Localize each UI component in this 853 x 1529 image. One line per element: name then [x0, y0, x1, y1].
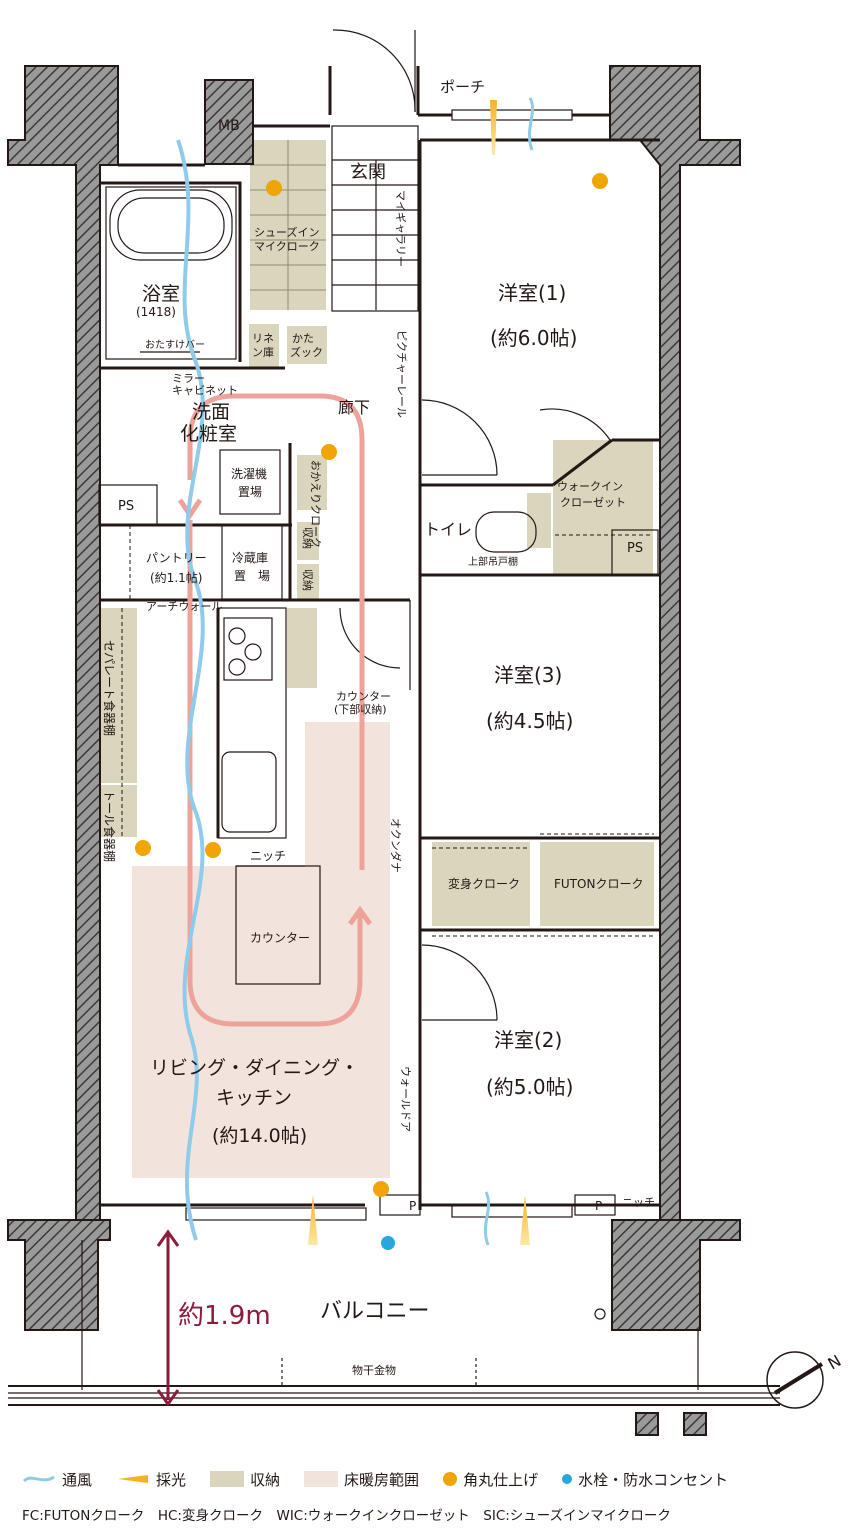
legend: 通風 採光 収納 床暖房範囲 角丸仕上げ 水栓・防水コンセント — [22, 1466, 842, 1492]
legend-light: 採光 — [116, 1469, 186, 1490]
wall-door-label: ウォールドア — [399, 1066, 412, 1132]
distance-arrow — [156, 1229, 180, 1407]
otasuke-label: おたすけバー — [145, 339, 205, 351]
legend-floor-heating: 床暖房範囲 — [304, 1469, 419, 1490]
niche-balcony-label: ニッチ — [622, 1196, 655, 1209]
structural-columns — [7, 65, 741, 1436]
linen-label-1: リネ — [252, 332, 274, 345]
rounded-corner-swatch-icon — [443, 1472, 458, 1486]
mirror-label-1: ミラー — [172, 372, 205, 385]
shoes-label-1: シューズイン — [254, 225, 319, 239]
fridge-label-1: 冷蔵庫 — [232, 551, 268, 565]
north-compass-icon — [766, 1351, 824, 1409]
distance-label: 約1.9m — [178, 1301, 271, 1331]
tall-shelf-label: トール食器棚 — [102, 790, 117, 862]
arch-wall-label: アーチウォール — [146, 600, 222, 613]
wind-mark-porch — [527, 97, 535, 151]
drying-label: 物干金物 — [352, 1363, 396, 1377]
p2-label: P — [595, 1199, 602, 1213]
western3-size: (約4.5帖) — [486, 709, 573, 733]
wic-label-2: クローゼット — [560, 496, 626, 509]
counter-under-label-2: (下部収納) — [334, 702, 387, 716]
futon-label: FUTONクローク — [554, 877, 643, 891]
text-labels: ポーチ MB 玄関 シューズイン マイクローク 浴室 (1418) おたすけバー… — [102, 78, 844, 1377]
counter-under-label-1: カウンター — [336, 690, 391, 703]
fridge-label-2: 置 場 — [234, 569, 270, 583]
storage1-label: 収納 — [301, 527, 314, 549]
legend-rounded-corner-label: 角丸仕上げ — [463, 1470, 539, 1489]
ps-right-label: PS — [627, 541, 643, 556]
washroom-line2: 化粧室 — [180, 423, 237, 445]
henshin-label: 変身クローク — [448, 876, 520, 891]
washer-label-1: 洗濯機 — [231, 466, 267, 481]
ldk-line2: キッチン — [216, 1087, 292, 1109]
storage-areas — [99, 140, 654, 926]
porch-label: ポーチ — [440, 78, 485, 96]
light-swatch-icon — [118, 1475, 149, 1483]
rounded-corner-marks — [135, 173, 608, 1197]
floor-heating-swatch-icon — [304, 1471, 339, 1487]
legend-floor-heating-label: 床暖房範囲 — [344, 1470, 420, 1489]
okaeri-label: おかえりクローク — [309, 460, 322, 548]
bath-size: (1418) — [136, 305, 176, 319]
entrance-label: 玄関 — [350, 162, 386, 183]
wind-swatch-icon — [22, 1475, 55, 1483]
okundana-label: オクンダナ — [389, 818, 403, 873]
western1-size: (約6.0帖) — [490, 326, 577, 350]
bath-name: 浴室 — [142, 283, 180, 305]
washroom-line1: 洗面 — [192, 401, 230, 423]
wic-label-1: ウォークイン — [557, 480, 623, 493]
ps-left-label: PS — [118, 499, 134, 514]
western3-name: 洋室(3) — [494, 663, 562, 687]
legend-rounded-corner: 角丸仕上げ — [443, 1469, 538, 1490]
western1-name: 洋室(1) — [498, 281, 566, 305]
dashed-lines — [121, 525, 654, 937]
kata-label-2: ズック — [290, 345, 323, 359]
my-gallery-label: マイギャラリー — [394, 190, 407, 267]
shoe-closet-grid — [250, 140, 326, 310]
wind-mark-balcony — [483, 1191, 491, 1246]
picture-rail-label: ピクチャーレール — [395, 330, 408, 418]
faucet-mark — [381, 1236, 395, 1250]
kata-label-1: かた — [292, 332, 314, 345]
legend-wind: 通風 — [22, 1469, 92, 1490]
counter-label: カウンター — [250, 931, 310, 945]
niche-kitchen-label: ニッチ — [250, 849, 286, 863]
shoes-label-2: マイクローク — [254, 240, 320, 253]
pantry-label-1: パントリー — [146, 551, 207, 565]
legend-faucet-label: 水栓・防水コンセント — [578, 1470, 729, 1489]
legend-wind-label: 通風 — [62, 1470, 93, 1489]
faucet-swatch-icon — [562, 1474, 573, 1484]
ldk-size: (約14.0帖) — [212, 1125, 307, 1147]
western2-size: (約5.0帖) — [486, 1075, 573, 1099]
legend-storage: 収納 — [210, 1469, 280, 1490]
toilet-label: トイレ — [424, 520, 472, 539]
ldk-line1: リビング・ダイニング・ — [150, 1057, 359, 1079]
mb-label: MB — [218, 118, 240, 134]
pantry-label-2: (約1.1帖) — [150, 570, 202, 585]
linen-label-2: ン庫 — [252, 345, 274, 359]
upper-cabinet-label: 上部吊戸棚 — [468, 555, 518, 568]
washer-label-2: 置場 — [238, 485, 262, 499]
floor-heating-area — [132, 722, 390, 1178]
abbreviations-note: FC:FUTONクローク HC:変身クローク WIC:ウォークインクローゼット … — [22, 1508, 671, 1524]
p1-label: P — [409, 1199, 416, 1213]
legend-storage-label: 収納 — [250, 1470, 281, 1489]
fixtures — [8, 29, 780, 1406]
storage-swatch-icon — [210, 1471, 245, 1487]
western2-name: 洋室(2) — [494, 1028, 562, 1052]
daylight-marks — [308, 100, 530, 1245]
balcony-label: バルコニー — [320, 1299, 430, 1324]
separate-shelf-label: セパレート食器棚 — [102, 640, 117, 736]
mirror-label-2: キャビネット — [172, 384, 238, 397]
legend-faucet: 水栓・防水コンセント — [562, 1469, 728, 1490]
legend-light-label: 採光 — [156, 1470, 187, 1489]
north-label: N — [825, 1351, 845, 1373]
corridor-label: 廊下 — [338, 398, 370, 417]
wind-path — [176, 139, 205, 1241]
storage2-label: 収納 — [301, 569, 314, 591]
